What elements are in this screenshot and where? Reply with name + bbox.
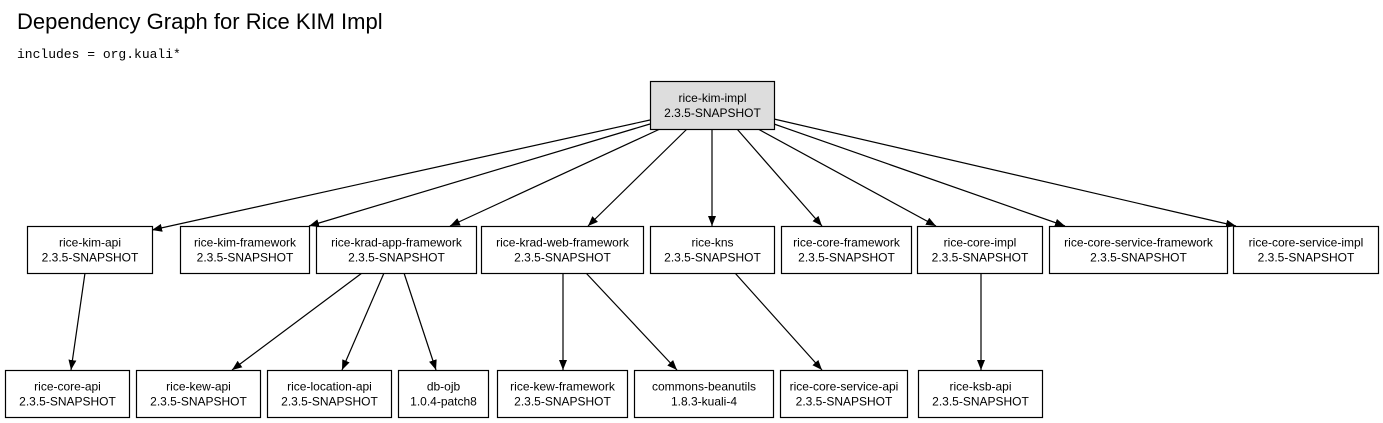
- node-artifact-label: rice-location-api: [287, 380, 372, 394]
- node-version-label: 1.0.4-patch8: [410, 395, 477, 409]
- node-artifact-label: rice-kim-framework: [194, 236, 297, 250]
- node-version-label: 2.3.5-SNAPSHOT: [932, 395, 1029, 409]
- node-box: [779, 369, 909, 419]
- node-version-label: 2.3.5-SNAPSHOT: [932, 251, 1029, 265]
- node-version-label: 2.3.5-SNAPSHOT: [664, 251, 761, 265]
- edge-rice-kim-impl-to-rice-kim-api: [151, 119, 651, 232]
- node-box: [1048, 225, 1229, 275]
- node-version-label: 2.3.5-SNAPSHOT: [796, 395, 893, 409]
- edge-rice-kim-impl-to-rice-core-impl: [757, 128, 937, 227]
- node-box: [780, 225, 913, 275]
- node-box: [649, 225, 776, 275]
- node-artifact-label: rice-core-api: [34, 380, 101, 394]
- node-version-label: 2.3.5-SNAPSHOT: [514, 395, 611, 409]
- node-version-label: 2.3.5-SNAPSHOT: [197, 251, 294, 265]
- node-version-label: 2.3.5-SNAPSHOT: [150, 395, 247, 409]
- node-artifact-label: rice-core-service-api: [790, 380, 899, 394]
- node-rice-core-service-framework: rice-core-service-framework2.3.5-SNAPSHO…: [1048, 225, 1229, 275]
- node-version-label: 2.3.5-SNAPSHOT: [514, 251, 611, 265]
- includes-filter: includes = org.kuali*: [17, 47, 181, 62]
- node-box: [649, 80, 776, 131]
- node-artifact-label: rice-krad-web-framework: [496, 236, 630, 250]
- node-box: [1232, 225, 1380, 275]
- node-version-label: 2.3.5-SNAPSHOT: [281, 395, 378, 409]
- node-version-label: 2.3.5-SNAPSHOT: [1090, 251, 1187, 265]
- node-version-label: 2.3.5-SNAPSHOT: [664, 106, 761, 120]
- node-box: [4, 369, 131, 419]
- node-box: [397, 369, 490, 419]
- edge-rice-kns-to-rice-core-service-api: [734, 272, 823, 371]
- node-artifact-label: rice-kim-impl: [679, 91, 747, 105]
- node-version-label: 2.3.5-SNAPSHOT: [1258, 251, 1355, 265]
- node-box: [135, 369, 262, 419]
- edge-rice-kim-impl-to-rice-core-framework: [736, 128, 823, 227]
- edge-rice-kim-impl-to-rice-core-service-framework: [773, 123, 1066, 227]
- node-box: [480, 225, 645, 275]
- nodes-layer: rice-kim-impl2.3.5-SNAPSHOTrice-kim-api2…: [4, 80, 1380, 419]
- node-box: [179, 225, 311, 275]
- node-box: [916, 225, 1044, 275]
- node-artifact-label: rice-core-impl: [944, 236, 1017, 250]
- node-version-label: 1.8.3-kuali-4: [671, 395, 737, 409]
- node-artifact-label: rice-core-service-framework: [1064, 236, 1214, 250]
- node-box: [496, 369, 629, 419]
- node-box: [315, 225, 478, 275]
- edge-rice-krad-app-framework-to-db-ojb: [403, 272, 437, 371]
- node-box: [26, 225, 154, 275]
- node-artifact-label: rice-kew-framework: [510, 380, 616, 394]
- node-box: [266, 369, 393, 419]
- node-version-label: 2.3.5-SNAPSHOT: [798, 251, 895, 265]
- node-artifact-label: rice-kim-api: [59, 236, 121, 250]
- node-artifact-label: rice-ksb-api: [949, 380, 1011, 394]
- node-artifact-label: db-ojb: [427, 380, 461, 394]
- node-box: [633, 369, 775, 419]
- edge-rice-kim-api-to-rice-core-api: [68, 272, 86, 371]
- node-artifact-label: rice-krad-app-framework: [331, 236, 463, 250]
- edge-rice-kim-impl-to-rice-krad-web-framework: [587, 128, 688, 227]
- node-box: [917, 369, 1044, 419]
- edges-layer: [68, 118, 1237, 371]
- edge-rice-kim-impl-to-rice-kim-framework: [308, 123, 651, 227]
- node-version-label: 2.3.5-SNAPSHOT: [19, 395, 116, 409]
- edge-rice-kim-impl-to-rice-core-service-impl: [773, 118, 1237, 228]
- edge-rice-krad-app-framework-to-rice-kew-api: [231, 272, 363, 371]
- node-version-label: 2.3.5-SNAPSHOT: [348, 251, 445, 265]
- node-artifact-label: rice-core-service-impl: [1249, 236, 1364, 250]
- edge-rice-krad-web-framework-to-commons-beanutils: [585, 272, 678, 371]
- node-artifact-label: rice-kew-api: [166, 380, 231, 394]
- page-title: Dependency Graph for Rice KIM Impl: [17, 9, 383, 34]
- edge-rice-kim-impl-to-rice-krad-app-framework: [449, 128, 661, 227]
- node-artifact-label: rice-core-framework: [793, 236, 901, 250]
- node-version-label: 2.3.5-SNAPSHOT: [42, 251, 139, 265]
- node-artifact-label: commons-beanutils: [652, 380, 756, 394]
- node-artifact-label: rice-kns: [691, 236, 733, 250]
- edge-rice-krad-app-framework-to-rice-location-api: [341, 272, 385, 371]
